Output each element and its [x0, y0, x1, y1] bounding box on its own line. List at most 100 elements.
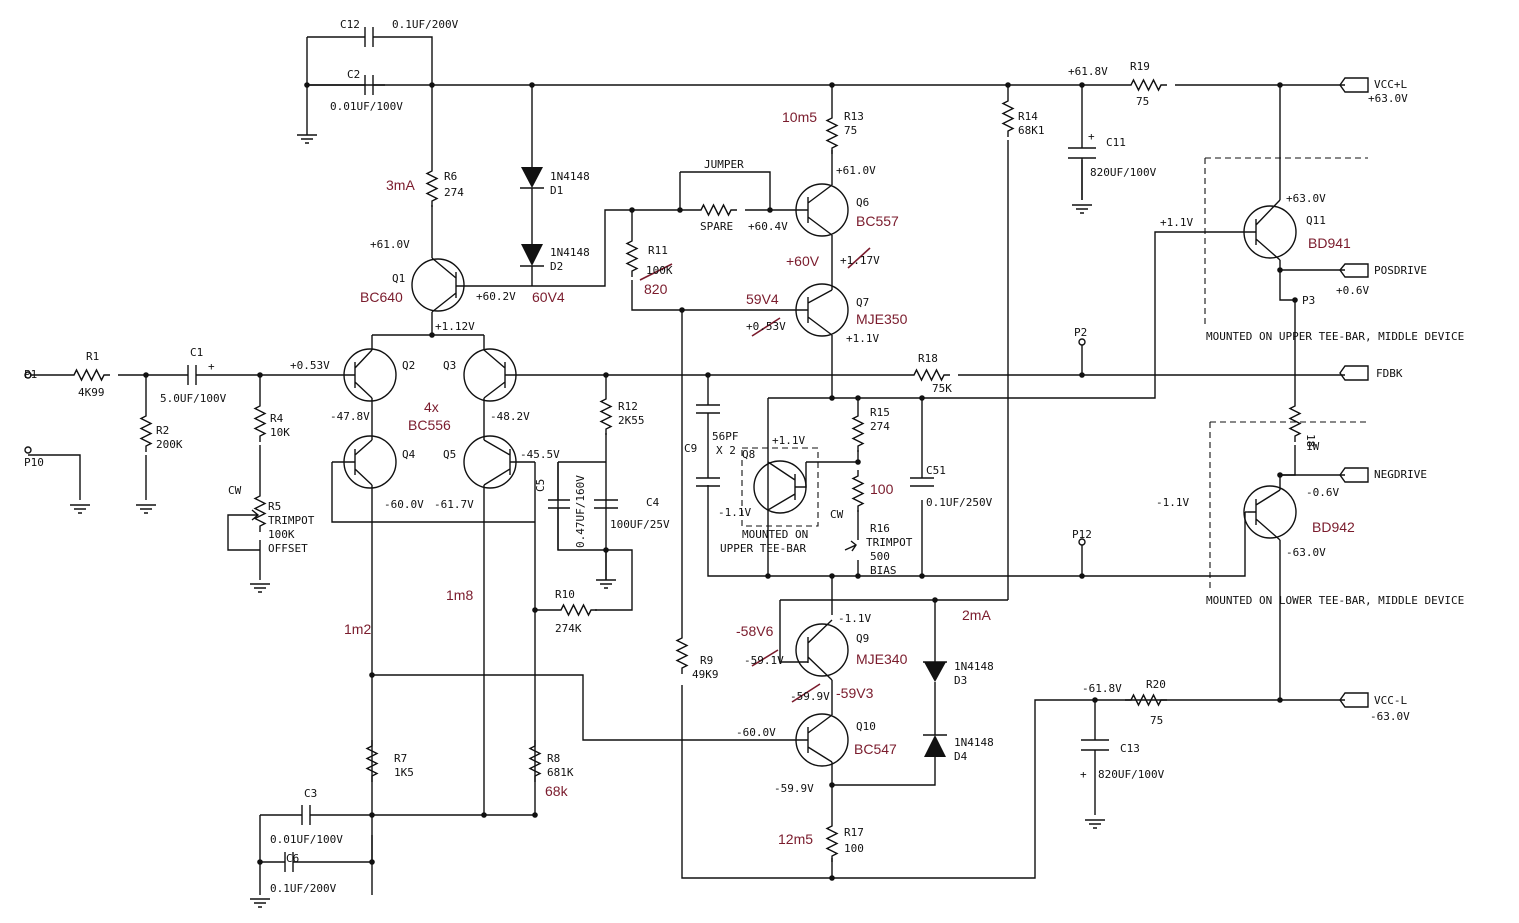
- label-q6-collector-voltage: +1.17V: [840, 254, 880, 267]
- label-q9: Q9: [856, 632, 869, 645]
- label-c1: C1: [190, 346, 203, 359]
- label-r18: R18: [918, 352, 938, 365]
- label-r2-value: 200K: [156, 438, 183, 451]
- label-r8-value: 681K: [547, 766, 574, 779]
- label-q3: Q3: [443, 359, 456, 372]
- label-c4-value: 100UF/25V: [610, 518, 670, 531]
- label-posdrive-voltage: +0.6V: [1336, 284, 1369, 297]
- label-p10: P10: [24, 456, 44, 469]
- label-r8: R8: [547, 752, 560, 765]
- label-c12: C12: [340, 18, 360, 31]
- label-r19: R19: [1130, 60, 1150, 73]
- label-r17: R17: [844, 826, 864, 839]
- label-r5: R5: [268, 500, 281, 513]
- label-c3-value: 0.01UF/100V: [270, 833, 343, 846]
- label-r17-value: 100: [844, 842, 864, 855]
- label-r5-trimpot: TRIMPOT: [268, 514, 315, 527]
- label-r20: R20: [1146, 678, 1166, 691]
- annotation-10m5: 10m5: [782, 109, 817, 125]
- label-r13-value: 75: [844, 124, 857, 137]
- label-q5-collector-voltage: -61.7V: [434, 498, 474, 511]
- label-c5: C5: [534, 479, 547, 492]
- annotation-bd942: BD942: [1312, 519, 1355, 535]
- label-r20-value: 75: [1150, 714, 1163, 727]
- label-c13-plus: +: [1080, 768, 1087, 781]
- label-c51-value: 0.1UF/250V: [926, 496, 993, 509]
- label-negdrive-voltage: -0.6V: [1306, 486, 1339, 499]
- label-q2-base-voltage: +0.53V: [290, 359, 330, 372]
- label-q2-collector-voltage: -47.8V: [330, 410, 370, 423]
- annotation-12m5: 12m5: [778, 831, 813, 847]
- annotation-bc556: BC556: [408, 417, 451, 433]
- label-q3-collector-voltage: -48.2V: [490, 410, 530, 423]
- label-rail-negative: -61.8V: [1082, 682, 1122, 695]
- label-vcc-positive-voltage: +63.0V: [1368, 92, 1408, 105]
- label-c11: C11: [1106, 136, 1126, 149]
- annotation-820: 820: [644, 281, 668, 297]
- label-r16-trimpot: TRIMPOT: [866, 536, 913, 549]
- label-p3: P3: [1302, 294, 1315, 307]
- label-r9: R9: [700, 654, 713, 667]
- label-q1-collector-voltage: +1.12V: [435, 320, 475, 333]
- label-p1: P1: [24, 368, 37, 381]
- label-r16: R16: [870, 522, 890, 535]
- connectors: [24, 77, 1369, 708]
- annotation-bc640: BC640: [360, 289, 403, 305]
- label-q11-base-voltage: +1.1V: [1160, 216, 1193, 229]
- label-q1-base-voltage: +60.2V: [476, 290, 516, 303]
- label-q8: Q8: [742, 448, 755, 461]
- label-rail-positive: +61.8V: [1068, 65, 1108, 78]
- label-q6-base-voltage: +60.4V: [748, 220, 788, 233]
- label-q1: Q1: [392, 272, 405, 285]
- label-q12-base-voltage: -1.1V: [1156, 496, 1189, 509]
- label-r1: R1: [86, 350, 99, 363]
- label-r14: R14: [1018, 110, 1038, 123]
- annotation-59v4: 59V4: [746, 291, 779, 307]
- label-r16-bias: BIAS: [870, 564, 897, 577]
- capacitor-symbols: [187, 27, 1109, 872]
- label-q9-collector-voltage: -1.1V: [838, 612, 871, 625]
- label-r18w: 18: [1304, 434, 1317, 447]
- label-r15-value: 274: [870, 420, 890, 433]
- annotation-60v4: 60V4: [532, 289, 565, 305]
- label-q2: Q2: [402, 359, 415, 372]
- label-q7: Q7: [856, 296, 869, 309]
- label-c4: C4: [646, 496, 660, 509]
- label-c3: C3: [304, 787, 317, 800]
- label-r12-value: 2K55: [618, 414, 645, 427]
- label-r11-value: 100K: [646, 264, 673, 277]
- label-q10-base-voltage: -60.0V: [736, 726, 776, 739]
- label-q5: Q5: [443, 448, 456, 461]
- label-vcc-negative-voltage: -63.0V: [1370, 710, 1410, 723]
- annotation-59v3: -59V3: [836, 685, 874, 701]
- label-r1-value: 4K99: [78, 386, 105, 399]
- label-d3: D3: [954, 674, 967, 687]
- label-r6: R6: [444, 170, 457, 183]
- label-q1-emitter-voltage: +61.0V: [370, 238, 410, 251]
- label-r7-value: 1K5: [394, 766, 414, 779]
- label-q7-collector-voltage: +1.1V: [846, 332, 879, 345]
- label-q6: Q6: [856, 196, 869, 209]
- label-r16-cw: CW: [830, 508, 844, 521]
- resistor-symbols: [67, 79, 1301, 863]
- label-q8-note-2: UPPER TEE-BAR: [720, 542, 806, 555]
- label-negdrive: NEGDRIVE: [1374, 468, 1427, 481]
- label-c2-value: 0.01UF/100V: [330, 100, 403, 113]
- label-r14-value: 68K1: [1018, 124, 1045, 137]
- label-vcc-positive: VCC+L: [1374, 78, 1407, 91]
- label-r15: R15: [870, 406, 890, 419]
- label-c1-plus: +: [208, 360, 215, 373]
- label-d2: D2: [550, 260, 563, 273]
- label-r11: R11: [648, 244, 668, 257]
- annotation-bc547: BC547: [854, 741, 897, 757]
- label-spare: SPARE: [700, 220, 733, 233]
- label-c1-value: 5.0UF/100V: [160, 392, 227, 405]
- label-r5-value: 100K: [268, 528, 295, 541]
- label-lower-tee-bar-note: MOUNTED ON LOWER TEE-BAR, MIDDLE DEVICE: [1206, 594, 1464, 607]
- annotation-4x: 4x: [424, 399, 439, 415]
- heatsink-outlines: [741, 157, 1368, 590]
- label-q10: Q10: [856, 720, 876, 733]
- label-posdrive: POSDRIVE: [1374, 264, 1427, 277]
- label-d4-type: 1N4148: [954, 736, 994, 749]
